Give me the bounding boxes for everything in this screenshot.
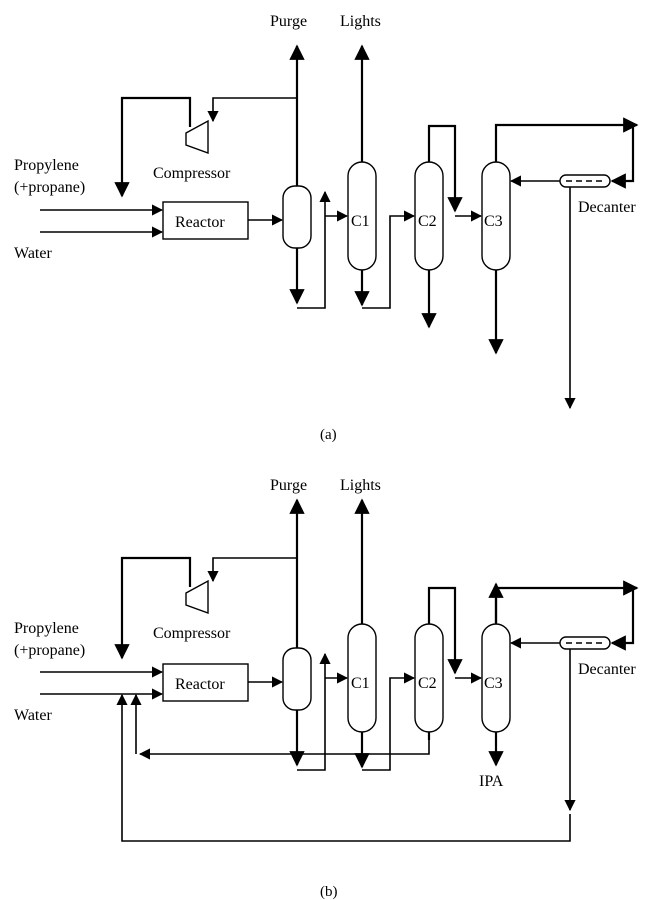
compressor-label: Compressor [153, 165, 231, 182]
stream-c3-overhead [494, 117, 639, 162]
stream-to-c2 [362, 210, 416, 309]
streams-b [40, 498, 639, 842]
stream-to-decanter [610, 125, 635, 189]
feed-label-line1: Propylene [14, 157, 79, 174]
compressor-symbol [185, 579, 209, 614]
stream-compressed-recycle [114, 556, 192, 660]
flash-drum [282, 185, 312, 249]
compressor-symbol [185, 119, 209, 154]
flash-drum [282, 647, 312, 711]
stream-c2-overhead [427, 124, 463, 213]
water-label: Water [14, 707, 52, 724]
ipa-label: IPA [479, 773, 504, 790]
feed-label-line2: (+propane) [14, 179, 85, 196]
streams-a [40, 44, 639, 410]
reactor [162, 201, 249, 240]
c1-label: C1 [351, 213, 370, 230]
reactor [162, 663, 249, 702]
stream-recycle-to-compressor [207, 97, 297, 123]
stream-recycle-to-compressor [207, 557, 297, 583]
water-label: Water [14, 245, 52, 262]
panel-b: Purge Lights Propylene (+propane) Water … [14, 477, 639, 900]
decanter-label: Decanter [578, 199, 636, 216]
c1-label: C1 [351, 675, 370, 692]
compressor-label: Compressor [153, 625, 231, 642]
reactor-label: Reactor [175, 676, 225, 693]
c3-label: C3 [484, 213, 503, 230]
panel-a: Purge Lights Propylene (+propane) Water … [14, 13, 639, 443]
stream-to-c2 [362, 672, 416, 771]
caption-a: (a) [320, 427, 337, 443]
stream-water-recycle-decanter [116, 693, 571, 842]
stream-flash-liquid [297, 652, 331, 771]
stream-water-recycle-c2 [138, 740, 430, 760]
reactor-label: Reactor [175, 214, 225, 231]
c3-label: C3 [484, 675, 503, 692]
lights-label: Lights [340, 477, 381, 494]
stream-c2-overhead [427, 586, 463, 675]
c2-label: C2 [418, 213, 437, 230]
caption-b: (b) [320, 884, 338, 900]
c2-label: C2 [418, 675, 437, 692]
stream-c3-overhead [494, 580, 639, 624]
feed-label-line1: Propylene [14, 620, 79, 637]
purge-label: Purge [270, 13, 307, 30]
stream-compressed-recycle [114, 96, 192, 198]
stream-flash-liquid [297, 190, 331, 309]
feed-label-line2: (+propane) [14, 642, 85, 659]
lights-label: Lights [340, 13, 381, 30]
stream-to-decanter [610, 588, 635, 651]
purge-label: Purge [270, 477, 307, 494]
decanter-label: Decanter [578, 661, 636, 678]
